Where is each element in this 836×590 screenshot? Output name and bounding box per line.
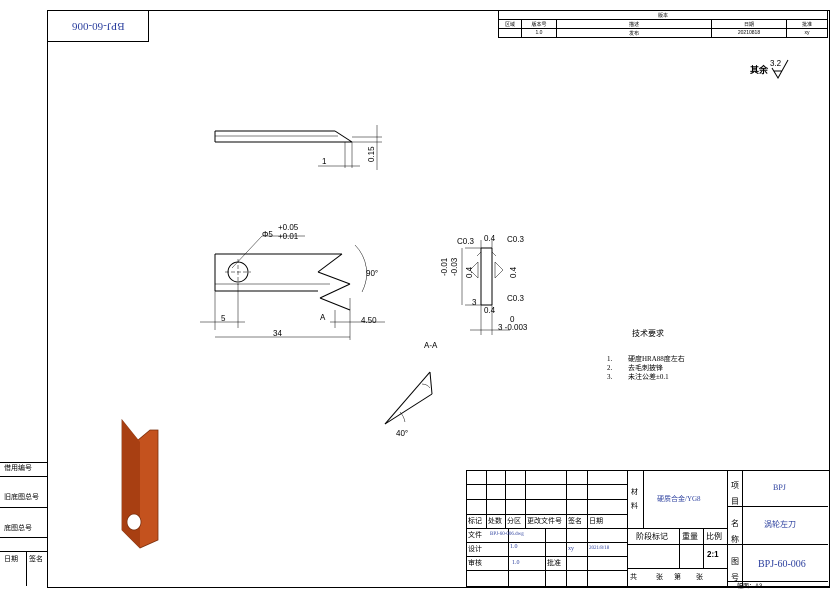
- tech-req-item-1: 硬度HRA88度左右: [628, 355, 685, 363]
- tb-sheet-num: 第: [674, 574, 681, 581]
- tb-drawing-no-label: 图号: [731, 557, 739, 582]
- tb-file-value: BPJ-60-006.dwg: [490, 532, 524, 537]
- dim-04-d: 0.4: [484, 306, 496, 315]
- dim-tol-upper: +0.05: [278, 223, 299, 232]
- tb-stage-label: 阶段标记: [636, 532, 668, 541]
- revision-table: 版本 区域 版本号 描述 日期 批准 1.0 发布 20210818 xy: [498, 10, 828, 38]
- tb-drawn-label: 设计: [468, 546, 482, 553]
- tb-h-date: 日期: [589, 518, 603, 525]
- dim-c03-b: C0.3: [507, 235, 524, 244]
- part-3d-view: [121, 418, 159, 549]
- roughness-value: 3.2: [770, 59, 782, 68]
- dim-450: 4.50: [361, 316, 377, 325]
- drawing-frame: [47, 10, 830, 588]
- dim-top-1: 1: [322, 157, 327, 166]
- dim-hole: Φ5: [262, 230, 273, 239]
- dim-c03-c: C0.3: [507, 294, 524, 303]
- tb-approve-value: 1.0: [512, 560, 520, 566]
- tb-size-label: 幅面：A3: [737, 584, 763, 590]
- side-label-old-total: 旧底图总号: [4, 494, 39, 501]
- tech-req-item-3: 未注公差±0.1: [628, 373, 669, 381]
- tb-material-label: 材料: [631, 489, 638, 510]
- tech-req-num-1: 1.: [607, 355, 613, 363]
- side-label-total: 底图总号: [4, 525, 32, 532]
- tb-project-label: 项目: [731, 481, 739, 506]
- dim-0: 0: [510, 315, 515, 324]
- dim-04-c: 0.4: [509, 266, 518, 278]
- tb-sheet-total: 共: [630, 574, 637, 581]
- tb-drawn-value: 1.0: [510, 544, 518, 550]
- tb-h-change-doc: 更改文件号: [527, 518, 562, 525]
- dim-5: 5: [221, 314, 226, 323]
- tb-h-count: 处数: [488, 518, 502, 525]
- tb-sheet-unit-1: 张: [656, 574, 663, 581]
- dim-34: 34: [273, 329, 282, 338]
- tb-project-value: BPJ: [773, 483, 786, 492]
- tb-h-mark: 标记: [468, 518, 482, 525]
- tb-scale-value: 2:1: [707, 550, 719, 559]
- drawing-code-box: BPJ-60-006: [47, 10, 149, 42]
- tech-req-num-2: 2.: [607, 364, 613, 372]
- section-marker: A: [320, 313, 326, 322]
- side-strip: [0, 462, 47, 587]
- dim-3: 3 -0.003: [498, 323, 528, 332]
- rev-cell-approve: xy: [786, 28, 828, 38]
- tb-sheet-unit-2: 张: [696, 574, 703, 581]
- tb-material-value: 硬质合金/YG8: [657, 495, 701, 503]
- dim-3b: 3: [472, 298, 477, 307]
- dim-angle-90: 90°: [366, 269, 379, 278]
- tb-name-label: 名称: [731, 519, 739, 544]
- tb-file-label: 文件: [468, 532, 482, 539]
- dim-c03-a: C0.3: [457, 237, 474, 246]
- tb-drawn-date: 2021/8/18: [589, 546, 610, 551]
- tb-scale-label: 比例: [706, 532, 722, 541]
- tech-req-item-2: 去毛刺披锋: [628, 364, 663, 372]
- roughness-symbol-icon: [771, 59, 789, 79]
- dim-tol-003: -0.03: [450, 257, 459, 276]
- tb-drawing-no-value: BPJ-60-006: [758, 559, 806, 570]
- side-label-borrow: 借用编号: [4, 465, 32, 472]
- tb-approve-label: 审核: [468, 560, 482, 567]
- dim-tol-lower: +0.01: [278, 232, 299, 241]
- tb-name-value: 涡轮左刀: [764, 520, 796, 529]
- dim-04-a: 0.4: [484, 234, 496, 243]
- side-label-sign: 签名: [29, 556, 43, 563]
- tb-weight-label: 重量: [682, 532, 698, 541]
- section-label: A-A: [424, 341, 438, 350]
- tb-sign-label: 批准: [547, 560, 561, 567]
- tb-drawn-sign: xy: [568, 546, 574, 552]
- tech-req-num-3: 3.: [607, 373, 613, 381]
- side-label-date: 日期: [4, 556, 18, 563]
- tb-h-sign: 签名: [568, 518, 582, 525]
- dim-tol-001: -0.01: [440, 257, 449, 276]
- dim-top-015: 0.15: [367, 146, 376, 162]
- dim-angle-40: 40°: [396, 429, 409, 438]
- roughness-prefix: 其余: [750, 65, 769, 75]
- tech-req-title: 技术要求: [632, 329, 664, 338]
- tb-h-zone: 分区: [507, 518, 521, 525]
- dim-04-b: 0.4: [465, 266, 474, 278]
